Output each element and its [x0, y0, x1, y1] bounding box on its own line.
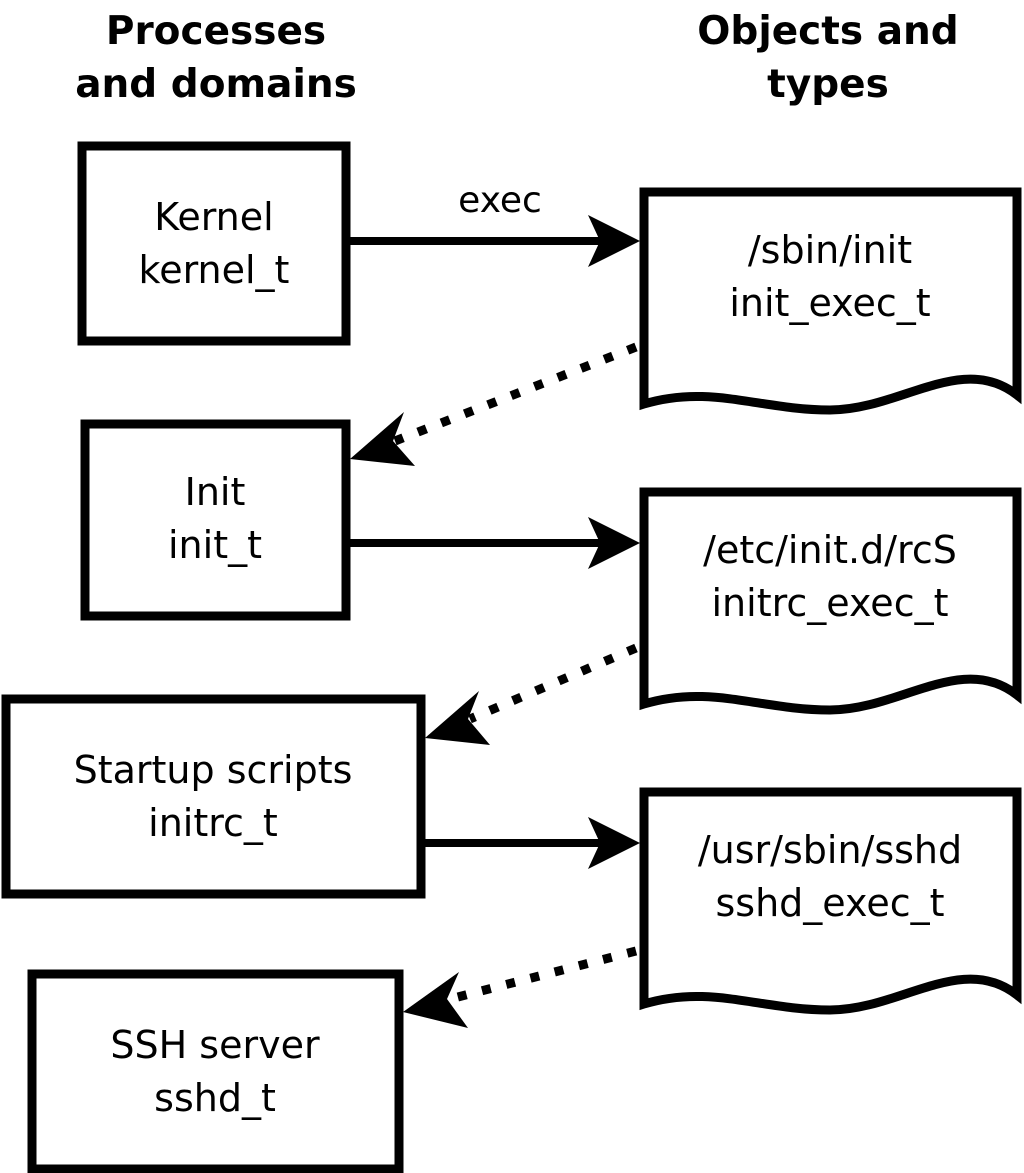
- node-init-name: Init: [185, 470, 246, 514]
- column-header-objects: Objects and types: [697, 9, 958, 107]
- node-initrc-box[interactable]: [1, 694, 426, 899]
- node-sshd-exec-path: /usr/sbin/sshd: [698, 828, 962, 872]
- node-initrc-name: Startup scripts: [74, 748, 353, 792]
- edge-init-exec-to-init-arrowhead: [350, 412, 415, 466]
- node-sshd-type: sshd_t: [154, 1076, 276, 1120]
- node-sshd-exec-document[interactable]: [639, 787, 1022, 1015]
- node-initrc-exec-type: initrc_exec_t: [712, 581, 949, 625]
- edge-init-exec-to-init-line: [393, 342, 638, 446]
- node-kernel-type: kernel_t: [139, 248, 290, 292]
- column-header-processes-line2: and domains: [75, 62, 357, 107]
- node-init-type: init_t: [168, 523, 262, 567]
- node-init-box[interactable]: [80, 419, 351, 621]
- node-sshd-exec[interactable]: /usr/sbin/sshd sshd_exec_t: [639, 787, 1022, 1015]
- edge-initrc-to-sshd-exec-arrowhead: [588, 817, 640, 869]
- node-initrc-exec[interactable]: /etc/init.d/rcS initrc_exec_t: [639, 487, 1022, 715]
- node-sshd-exec-type: sshd_exec_t: [715, 881, 944, 925]
- edge-initrc-exec-to-initrc: [425, 643, 638, 745]
- node-initrc[interactable]: Startup scripts initrc_t: [1, 694, 426, 899]
- node-init-exec-document[interactable]: [639, 187, 1022, 415]
- edge-init-to-initrc-exec: [350, 517, 640, 569]
- node-initrc-exec-document[interactable]: [639, 487, 1022, 715]
- node-init-exec-type: init_exec_t: [729, 281, 930, 325]
- edge-init-exec-to-init: [350, 342, 638, 466]
- column-header-objects-line2: types: [767, 62, 889, 107]
- node-initrc-type: initrc_t: [148, 801, 278, 845]
- node-init-exec[interactable]: /sbin/init init_exec_t: [639, 187, 1022, 415]
- edge-label-exec: exec: [458, 180, 542, 221]
- node-sshd-name: SSH server: [110, 1023, 320, 1067]
- node-init-exec-path: /sbin/init: [748, 228, 912, 272]
- edge-sshd-exec-to-sshd-arrowhead: [403, 972, 468, 1028]
- node-sshd[interactable]: SSH server sshd_t: [27, 969, 404, 1173]
- edge-sshd-exec-to-sshd-line: [448, 946, 638, 1004]
- node-kernel[interactable]: Kernel kernel_t: [77, 141, 351, 346]
- node-sshd-box[interactable]: [27, 969, 404, 1173]
- edge-init-to-initrc-exec-arrowhead: [588, 517, 640, 569]
- column-header-processes: Processes and domains: [75, 9, 357, 107]
- edge-kernel-to-init-exec-arrowhead: [588, 215, 640, 267]
- edge-initrc-to-sshd-exec: [425, 817, 640, 869]
- node-kernel-box[interactable]: [77, 141, 351, 346]
- node-initrc-exec-path: /etc/init.d/rcS: [703, 528, 957, 572]
- edge-initrc-exec-to-initrc-arrowhead: [425, 691, 490, 745]
- column-header-processes-line1: Processes: [106, 9, 326, 54]
- column-header-objects-line1: Objects and: [697, 9, 958, 54]
- edge-initrc-exec-to-initrc-line: [468, 643, 638, 724]
- edge-kernel-to-init-exec: exec: [350, 180, 640, 267]
- node-init[interactable]: Init init_t: [80, 419, 351, 621]
- node-kernel-name: Kernel: [154, 195, 273, 239]
- edge-sshd-exec-to-sshd: [403, 946, 638, 1028]
